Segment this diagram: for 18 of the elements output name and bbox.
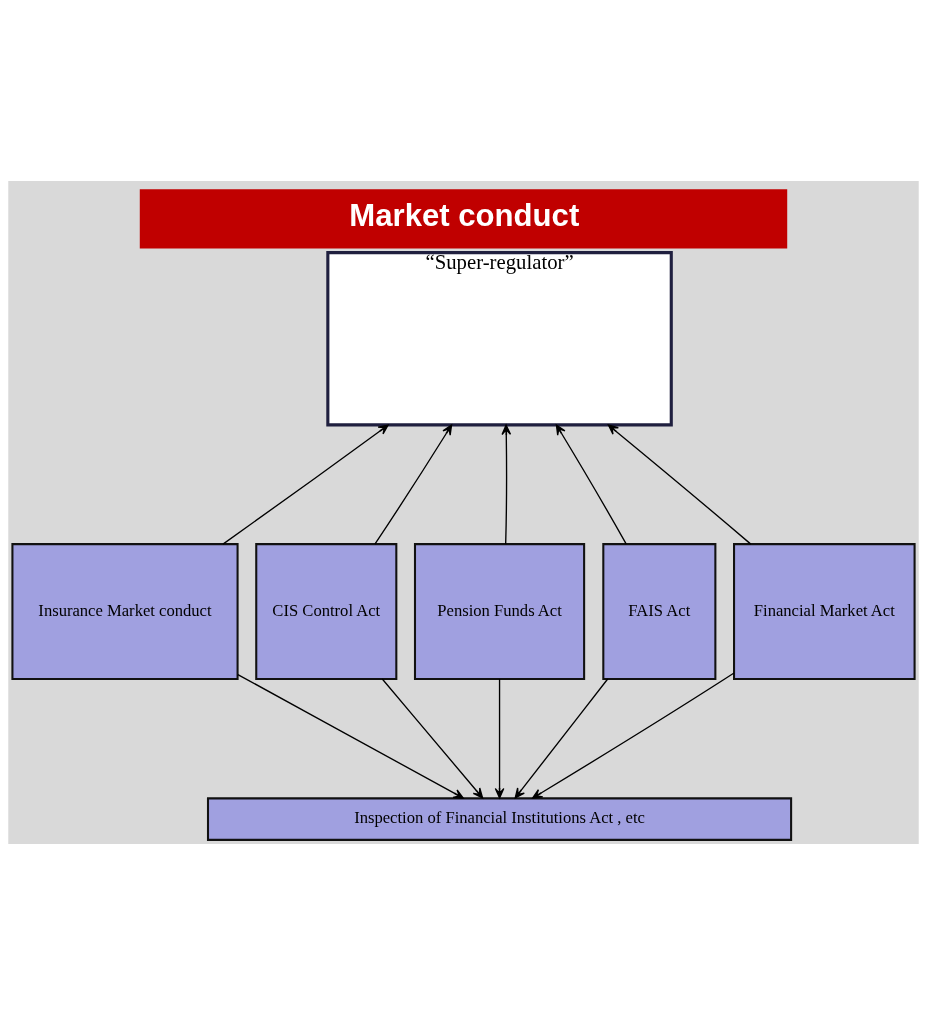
arrow bbox=[514, 678, 609, 799]
arrow bbox=[374, 424, 453, 545]
node-box: FAIS Act bbox=[602, 543, 717, 681]
arrow bbox=[222, 424, 389, 545]
node-box: Financial Market Act bbox=[733, 543, 916, 681]
arrow bbox=[531, 672, 735, 799]
node-box: CIS Control Act bbox=[255, 543, 398, 681]
node-box: Inspection of Financial Institutions Act , etc bbox=[206, 797, 793, 841]
diagram-title: Market conduct bbox=[349, 198, 580, 234]
arrow bbox=[381, 678, 484, 799]
arrow bbox=[607, 424, 752, 545]
node-box: Insurance Market conduct bbox=[11, 543, 239, 681]
node-box: Pension Funds Act bbox=[413, 543, 586, 681]
node-box: “Super-regulator” bbox=[326, 251, 673, 427]
arrow bbox=[501, 424, 512, 545]
arrow bbox=[494, 678, 505, 799]
arrow bbox=[237, 673, 464, 799]
arrow bbox=[555, 424, 627, 545]
